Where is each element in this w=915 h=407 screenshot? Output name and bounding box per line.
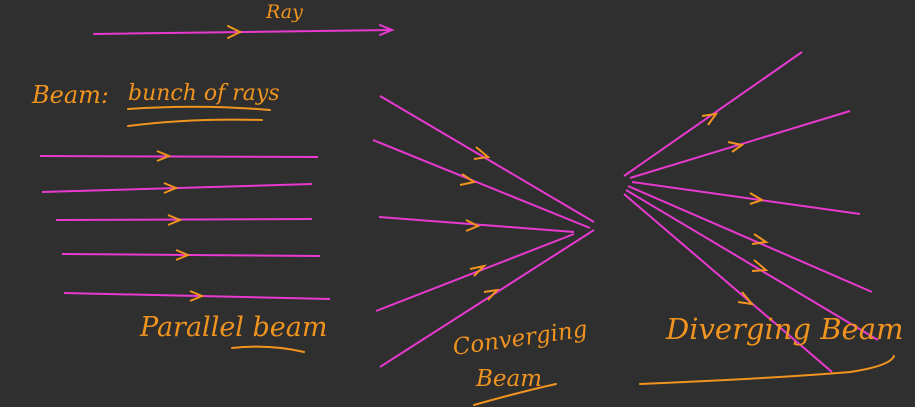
diverging-ray-4	[627, 185, 873, 293]
converging-arrow-3	[465, 219, 481, 232]
diverging-underline	[639, 355, 895, 385]
parallel-underline	[231, 345, 305, 353]
converging-arrow-2	[459, 173, 477, 186]
parallel-ray-1	[39, 155, 319, 158]
ray-label: Ray	[265, 1, 303, 23]
converging-ray-4	[375, 233, 575, 312]
converging-ray-2	[372, 139, 591, 229]
diverging-beam-label: Diverging Beam	[665, 312, 904, 346]
parallel-ray-3	[55, 218, 313, 221]
parallel-arrow-4	[175, 249, 191, 261]
diverging-ray-5	[625, 189, 879, 341]
parallel-ray-5	[63, 292, 331, 300]
ray-end-arrow	[379, 24, 395, 36]
parallel-ray-4	[61, 253, 321, 257]
ray-mid-arrow	[227, 25, 243, 39]
parallel-arrow-5	[189, 290, 205, 302]
parallel-arrow-3	[167, 214, 183, 226]
converging-beam	[372, 95, 595, 368]
ray-line	[93, 29, 393, 35]
parallel-arrow-1	[156, 150, 172, 162]
converging-ray-1	[379, 95, 595, 223]
converging-underline	[473, 383, 557, 406]
diverging-arrow-6	[737, 291, 755, 306]
converging-arrow-4	[469, 264, 488, 277]
parallel-beam-label: Parallel beam	[139, 312, 327, 343]
converging-label-line2: Beam	[475, 366, 542, 392]
converging-label-line1: Converging	[451, 316, 589, 361]
diverging-ray-6	[623, 193, 833, 373]
parallel-beam	[39, 150, 331, 302]
parallel-arrow-2	[163, 182, 179, 194]
diverging-arrow-2	[727, 141, 745, 153]
beam-label: Beam:	[31, 81, 109, 109]
converging-ray-5	[379, 229, 595, 368]
beam-definition-text: bunch of rays	[128, 81, 280, 106]
diverging-beam	[623, 51, 879, 373]
converging-arrow-5	[483, 288, 500, 301]
diverging-arrow-5	[751, 259, 769, 272]
definition-underline-2	[127, 118, 263, 127]
single-ray	[93, 24, 395, 39]
diverging-ray-3	[631, 181, 861, 215]
diverging-arrow-4	[751, 233, 769, 245]
definition-underline-1	[127, 105, 271, 111]
diverging-arrow-1	[701, 112, 719, 126]
converging-arrow-1	[473, 146, 491, 160]
diverging-arrow-3	[749, 192, 765, 205]
